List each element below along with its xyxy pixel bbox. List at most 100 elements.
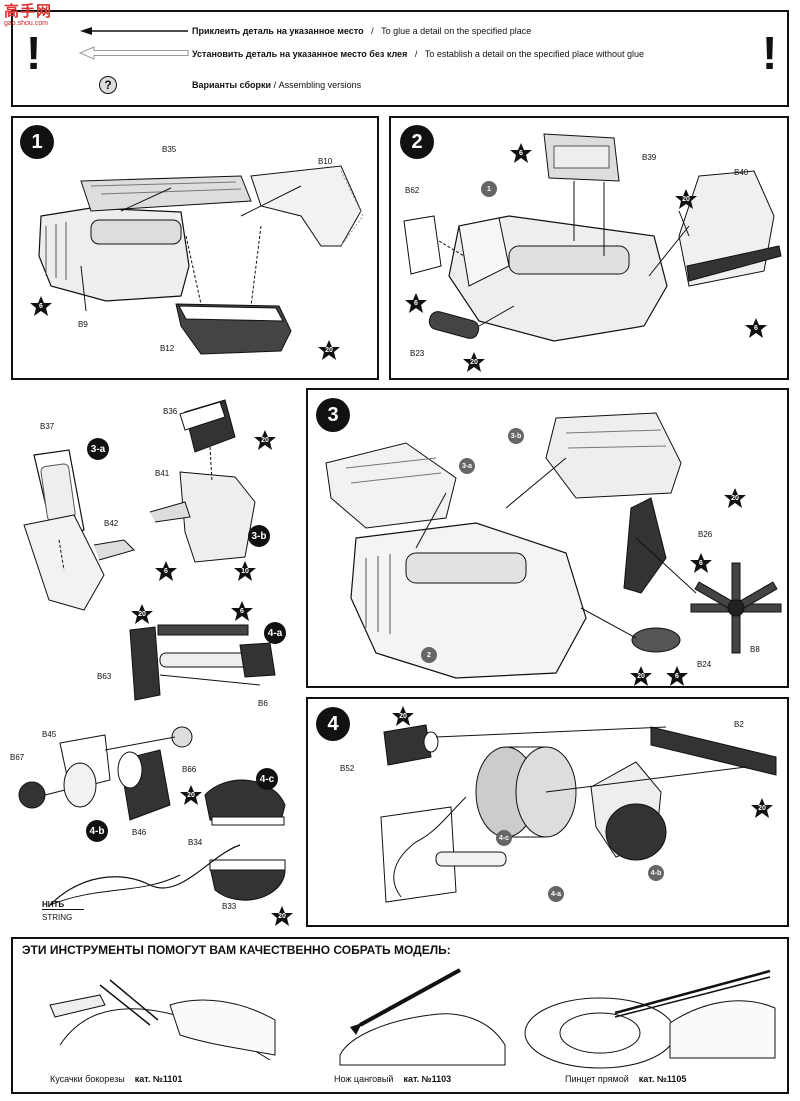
- tool-catalog: кат. №1103: [403, 1074, 452, 1084]
- step-4c-drawing: [49, 779, 286, 906]
- callout-circle: 2: [421, 647, 437, 663]
- step-3b-label: 3-b: [248, 525, 270, 547]
- step-3-number: 3: [316, 398, 350, 432]
- part-label: B33: [222, 902, 237, 911]
- part-label: B36: [163, 407, 178, 416]
- paint-number: 20: [682, 195, 690, 203]
- legend-glue-ru: Приклеить деталь на указанное место: [192, 26, 364, 36]
- paint-star-icon: 20: [271, 906, 293, 926]
- callout-circle: 4-c: [496, 830, 512, 846]
- logo-sub: gao.shou.com: [4, 20, 48, 27]
- legend-noglue: Установить деталь на указанное место без…: [192, 49, 644, 59]
- tool-item-side-cutters: Кусачки бокорезы кат. №1101: [50, 1074, 182, 1084]
- paint-star-icon: 20: [254, 430, 276, 450]
- step-3-drawing: [325, 412, 782, 679]
- paint-star-icon: 6: [231, 601, 253, 621]
- legend-glue-en: To glue a detail on the specified place: [381, 26, 532, 36]
- part-label: B10: [318, 157, 333, 166]
- part-label: B35: [162, 145, 177, 154]
- part-label: B41: [155, 469, 170, 478]
- part-label: B66: [182, 765, 197, 774]
- part-label: B24: [697, 660, 712, 669]
- tool-catalog: кат. №1105: [638, 1074, 687, 1084]
- part-label: B39: [642, 153, 657, 162]
- paint-number: 20: [187, 791, 195, 799]
- part-label: B62: [405, 186, 420, 195]
- part-label: B42: [104, 519, 119, 528]
- tool-name: Кусачки бокорезы: [50, 1074, 125, 1084]
- paint-number: 20: [758, 804, 766, 812]
- part-label: B67: [10, 753, 25, 762]
- part-label: B52: [340, 764, 355, 773]
- step-4-drawing: [380, 724, 777, 903]
- paint-number: 6: [699, 559, 703, 567]
- part-label: B46: [132, 828, 147, 837]
- paint-star-icon: 20: [724, 488, 746, 508]
- part-label: B12: [160, 344, 175, 353]
- paint-star-icon: 6: [405, 293, 427, 313]
- paint-star-icon: 20: [463, 352, 485, 372]
- step-1-number: 1: [20, 125, 54, 159]
- part-label: B26: [698, 530, 713, 539]
- callout-circle: 1: [481, 181, 497, 197]
- paint-number: 20: [261, 436, 269, 444]
- callout-circle: 4-a: [548, 886, 564, 902]
- step-1-drawing: [38, 165, 364, 355]
- callout-circle: 4-b: [648, 865, 664, 881]
- step-2-drawing: [403, 133, 782, 342]
- legend-glue: Приклеить деталь на указанное место / To…: [192, 26, 531, 36]
- part-label: B2: [734, 720, 744, 729]
- paint-number: 6: [519, 149, 523, 157]
- paint-star-icon: 20: [131, 604, 153, 624]
- legend-sep: /: [371, 26, 374, 36]
- question-icon: ?: [99, 76, 117, 94]
- step-2-number: 2: [400, 125, 434, 159]
- tool-catalog: кат. №1101: [134, 1074, 183, 1084]
- paint-star-icon: 6: [155, 561, 177, 581]
- paint-number: 20: [637, 672, 645, 680]
- paint-star-icon: 10: [234, 561, 256, 581]
- logo-main: 高手网: [4, 3, 53, 20]
- part-label: B23: [410, 349, 425, 358]
- step-4a-drawing: [129, 624, 276, 701]
- paint-number: 10: [241, 567, 249, 575]
- part-label: B40: [734, 168, 749, 177]
- step-4-number: 4: [316, 707, 350, 741]
- legend-versions-en: Assembling versions: [278, 80, 362, 90]
- warning-mark-left: !: [26, 27, 42, 79]
- tool-name: Пинцет прямой: [565, 1074, 629, 1084]
- glue-arrow-icon: [80, 27, 188, 35]
- logo: 高手网 gao.shou.com: [4, 4, 68, 30]
- paint-number: 6: [240, 607, 244, 615]
- paint-number: 6: [164, 567, 168, 575]
- string-label-en: STRING: [42, 913, 73, 922]
- paint-star-icon: 6: [690, 553, 712, 573]
- step-3a-drawing: [23, 449, 135, 611]
- paint-star-icon: 6: [666, 666, 688, 686]
- step-4b-label: 4-b: [86, 820, 108, 842]
- callout-circle: 3-b: [508, 428, 524, 444]
- craft-knife-illustration: [339, 968, 506, 1066]
- legend-sep: /: [273, 80, 277, 90]
- paint-star-icon: 20: [392, 706, 414, 726]
- tool-item-tweezers: Пинцет прямой кат. №1105: [565, 1074, 686, 1084]
- step-4b-drawing: [18, 726, 193, 821]
- step-3b-drawing: [149, 399, 256, 563]
- part-label: B45: [42, 730, 57, 739]
- paint-number: 6: [754, 324, 758, 332]
- callout-circle: 3-a: [459, 458, 475, 474]
- part-label: B63: [97, 672, 112, 681]
- legend-sep: /: [414, 49, 418, 59]
- tool-name: Нож цанговый: [334, 1074, 394, 1084]
- paint-number: 20: [731, 494, 739, 502]
- step-4c-label: 4-c: [256, 768, 278, 790]
- part-label: B37: [40, 422, 55, 431]
- legend-box: [11, 10, 789, 107]
- paint-star-icon: 20: [751, 798, 773, 818]
- step-3a-label: 3-a: [87, 438, 109, 460]
- paint-number: 20: [138, 610, 146, 618]
- tools-heading: ЭТИ ИНСТРУМЕНТЫ ПОМОГУТ ВАМ КАЧЕСТВЕННО …: [22, 943, 451, 957]
- paint-star-icon: 6: [30, 296, 52, 316]
- paint-number: 6: [414, 299, 418, 307]
- paint-star-icon: 20: [630, 666, 652, 686]
